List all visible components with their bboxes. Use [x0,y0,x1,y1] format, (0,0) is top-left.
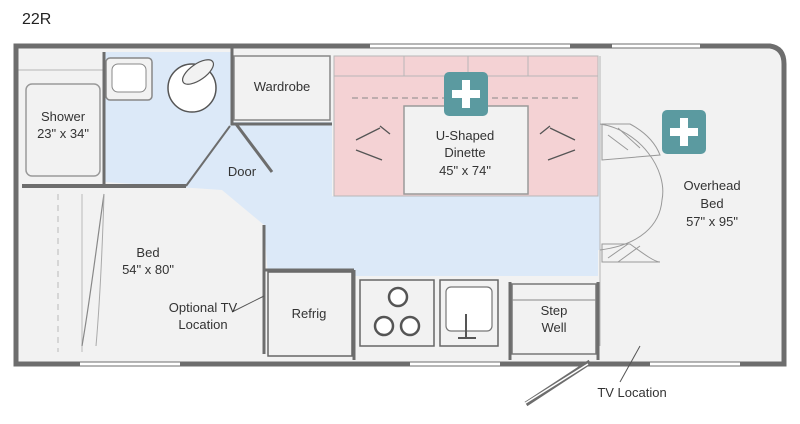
overhead-zone [600,56,772,346]
wardrobe-label: Wardrobe [254,79,311,94]
plus-icon [444,72,488,116]
model-title: 22R [22,11,51,28]
optional-tv-label: Optional TV [169,300,238,315]
wardrobe [233,55,331,121]
plus-icon [662,110,706,154]
overhead-label-2: Bed [700,196,723,211]
overhead-label: Overhead [683,178,740,193]
bed [22,186,268,352]
step-label: Step [541,303,568,318]
tv-location-label: TV Location [597,385,666,400]
walls [13,43,787,367]
cab-seat-top [601,123,661,161]
overhead-dim: 57" x 95" [686,214,738,229]
step-well [511,283,597,355]
shower-label: Shower [41,109,86,124]
optional-tv-label-2: Location [178,317,227,332]
door-label: Door [228,164,257,179]
refrig-label: Refrig [292,306,327,321]
shower-dim: 23" x 34" [37,126,89,141]
windows [80,44,740,366]
dinette-label: U-Shaped [436,128,495,143]
refrigerator [267,271,353,357]
floor-area [105,52,665,276]
bed-dim: 54" x 80" [122,262,174,277]
dinette-table [403,105,529,195]
dinette-label-2: Dinette [444,145,485,160]
shower [25,83,101,177]
step-label-2: Well [541,320,566,335]
bed-label: Bed [136,245,159,260]
dinette-dim: 45" x 74" [439,163,491,178]
